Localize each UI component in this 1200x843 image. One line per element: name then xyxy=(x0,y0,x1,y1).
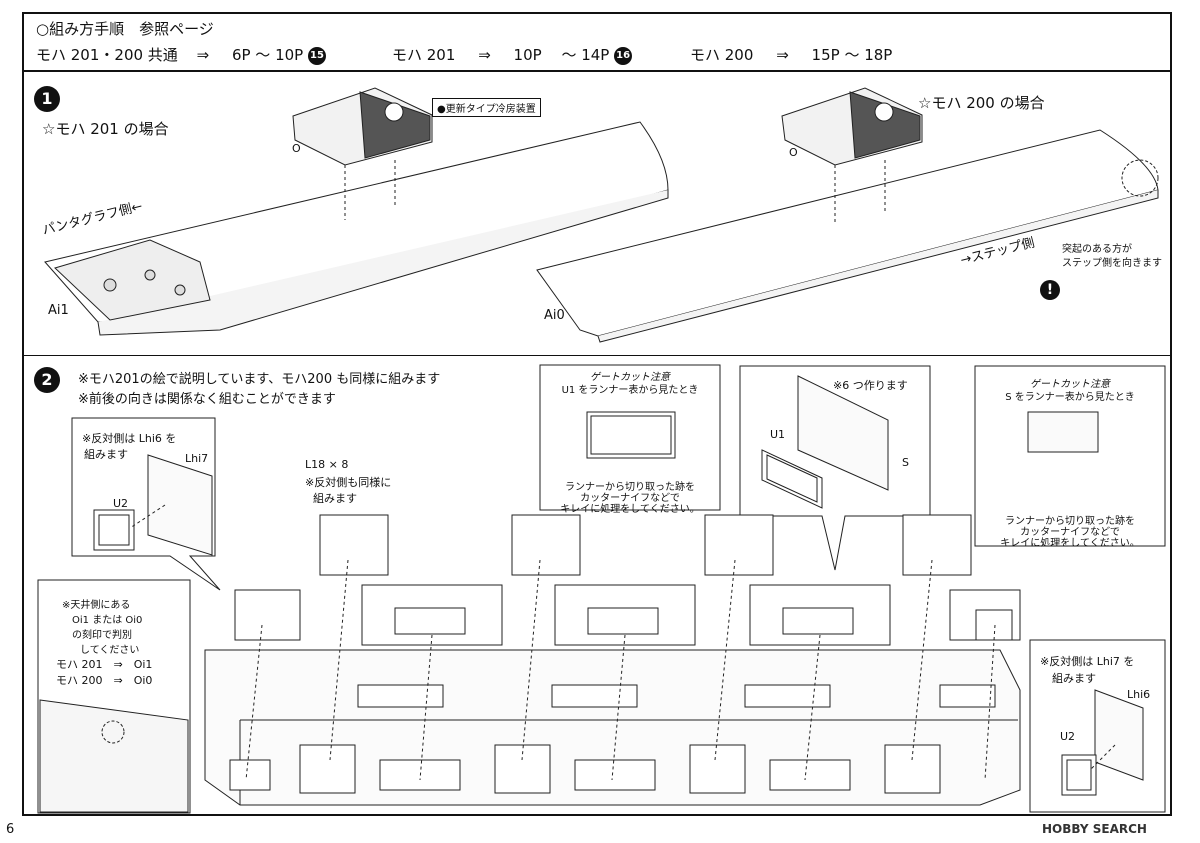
step-divider xyxy=(22,355,1172,356)
gate-s-line2: カッターナイフなどで xyxy=(1020,527,1120,538)
gate-u1-line1: ランナーから切り取った跡を xyxy=(565,482,695,493)
part-u2-left-label: U2 xyxy=(113,497,129,510)
moha200-title: ☆モハ 200 の場合 xyxy=(918,94,1045,112)
pantograph-detail xyxy=(54,239,211,321)
callout-gate-s xyxy=(974,365,1166,547)
part-ai0-label: Ai0 xyxy=(544,308,565,323)
ceiling-line4: してください xyxy=(80,645,140,656)
warning-icon: ! xyxy=(1040,280,1060,300)
page-number: 6 xyxy=(6,822,15,837)
step-1-number: 1 xyxy=(34,86,60,112)
header-row-moha200: モハ 200 ⇒ 15P 〜 18P xyxy=(690,46,893,64)
part-ai1-label: Ai1 xyxy=(48,303,69,318)
part-u1-label: U1 xyxy=(770,428,786,441)
step2-note-2: ※前後の向きは関係なく組むことができます xyxy=(78,392,336,407)
door-top-2 xyxy=(511,514,581,576)
ceiling-line2: Oi1 または Oi0 xyxy=(72,615,143,626)
part-s-label: S xyxy=(902,456,909,469)
gate-u1-title: ゲートカット注意 xyxy=(590,372,670,383)
gate-s-line3: キレイに処理をしてください。 xyxy=(1000,538,1140,549)
l18-line1: L18 × 8 xyxy=(305,458,349,471)
part-lhi7-label: Lhi7 xyxy=(185,452,209,465)
header-title: ○組み方手順 参照ページ xyxy=(36,20,214,38)
header-row-moha201: モハ 201 ⇒ 10P 〜 14P 16 xyxy=(392,44,633,65)
wall-part-1 xyxy=(234,589,301,641)
part-o-left: O xyxy=(292,142,301,155)
gate-u1-line3: キレイに処理をしてください。 xyxy=(560,504,700,515)
left-box-line1: ※反対側は Lhi6 を xyxy=(82,432,177,445)
instruction-frame xyxy=(22,12,1172,816)
part-lhi6-label: Lhi6 xyxy=(1127,688,1151,701)
page-badge-15: 15 xyxy=(308,46,326,65)
part-o-right: O xyxy=(789,146,798,159)
step2-note-1: ※モハ201の絵で説明しています、モハ200 も同様に組みます xyxy=(78,372,441,387)
gate-s-title: ゲートカット注意 xyxy=(1030,379,1110,390)
gate-s-sub: S をランナー表から見たとき xyxy=(1005,392,1135,403)
door-top-4 xyxy=(902,514,972,576)
page-badge-16: 16 xyxy=(614,46,633,65)
gate-s-line1: ランナーから切り取った跡を xyxy=(1005,516,1135,527)
ceiling-row2: モハ 200 ⇒ Oi0 xyxy=(56,674,153,687)
protrusion-note-1: 突起のある方が xyxy=(1062,244,1132,255)
ceiling-line3: の刻印で判別 xyxy=(72,630,132,641)
door-top-3 xyxy=(704,514,774,576)
header-row-common: モハ 201・200 共通 ⇒ 6P 〜 10P 15 xyxy=(36,44,326,65)
l18-line3: 組みます xyxy=(313,492,357,505)
l18-line2: ※反対側も同様に xyxy=(305,476,392,489)
reference-header: ○組み方手順 参照ページ モハ 201・200 共通 ⇒ 6P 〜 10P 15… xyxy=(22,12,1172,72)
watermark: HOBBY SEARCH xyxy=(1042,822,1147,836)
gate-u1-sub: U1 をランナー表から見たとき xyxy=(561,385,699,396)
ceiling-line1: ※天井側にある xyxy=(62,600,131,611)
gate-u1-line2: カッターナイフなどで xyxy=(580,493,680,504)
make-six-note: ※6 つ作ります xyxy=(833,379,908,392)
ac-type-badge: ●更新タイプ冷房装置 xyxy=(432,98,541,117)
moha201-title: ☆モハ 201 の場合 xyxy=(42,120,169,138)
door-top-1 xyxy=(319,514,389,576)
right-box-line1: ※反対側は Lhi7 を xyxy=(1040,655,1135,668)
step-2-number: 2 xyxy=(34,367,60,393)
right-box-line2: 組みます xyxy=(1052,672,1096,685)
ceiling-row1: モハ 201 ⇒ Oi1 xyxy=(56,658,153,671)
part-u2-right-label: U2 xyxy=(1060,730,1076,743)
left-box-line2: 組みます xyxy=(84,448,128,461)
protrusion-note-2: ステップ側を向きます xyxy=(1062,258,1162,269)
